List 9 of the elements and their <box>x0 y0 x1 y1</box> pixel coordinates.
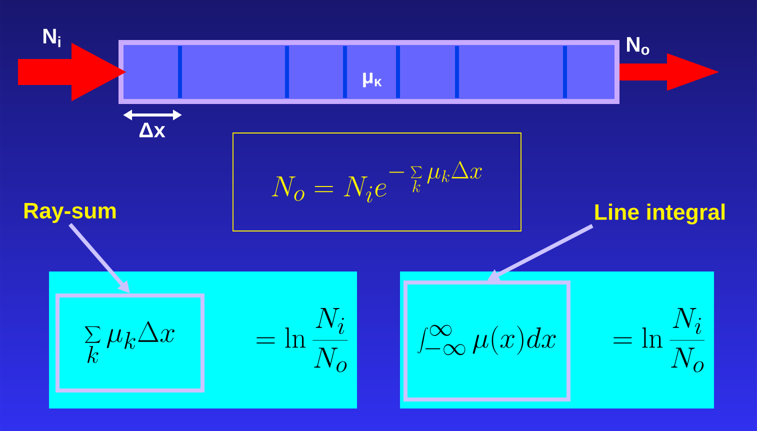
highlight-box: $\int_{-\infty}^{\infty} \mu(x) dx$ <box>404 280 570 402</box>
formula-box: $N_o = N_i e^{-\sum\limits_k \mu_k \Delta x}$ <box>232 132 522 232</box>
segmented-bar: μ$_{κ}$ <box>118 40 620 104</box>
beam-label: N$_{i}$ <box>43 28 60 48</box>
beam-label: Δx <box>139 122 166 138</box>
highlight-box: $\sum_k \mu_k \Delta x$ <box>56 294 204 392</box>
callout-text: Ray-sum <box>24 203 116 223</box>
beam-label: N$_{o}$ <box>627 37 650 55</box>
callout-text: Line integral <box>595 204 725 224</box>
